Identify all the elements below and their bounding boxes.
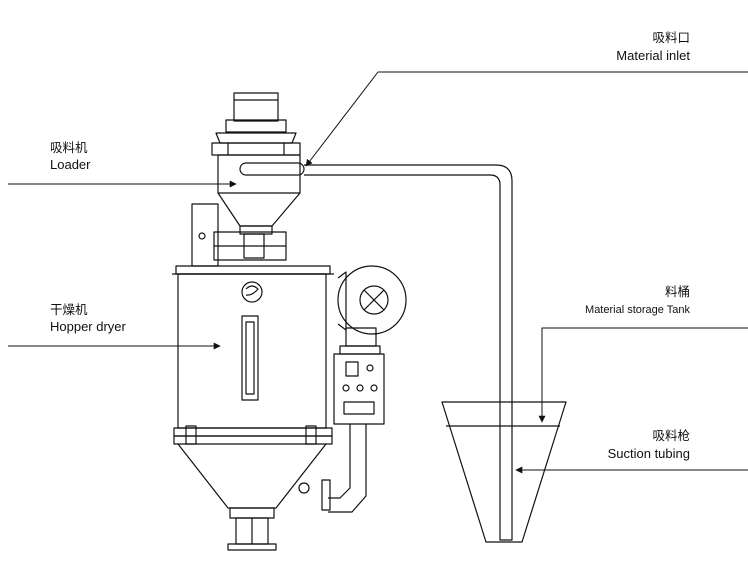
- conveying-pipe: [304, 164, 513, 541]
- suction-tubing-label-en: Suction tubing: [607, 446, 690, 461]
- storage-tank-label-zh: 料桶: [664, 284, 690, 299]
- blower-unit: [337, 265, 407, 355]
- material-inlet-label-zh: 吸料口: [652, 30, 690, 45]
- material-inlet-leader: [305, 71, 748, 167]
- suction-tubing-label-zh: 吸料枪: [652, 428, 690, 443]
- material-inlet-label-en: Material inlet: [616, 48, 690, 63]
- storage-tank: [441, 401, 567, 543]
- dryer-body: [172, 265, 334, 551]
- storage-tank-label-en: Material storage Tank: [585, 304, 690, 316]
- loader-label-en: Loader: [50, 157, 91, 172]
- loader-unit: [211, 92, 305, 235]
- control-box: [321, 353, 385, 513]
- hopper-dryer-label-zh: 干燥机: [50, 302, 88, 317]
- hopper-dryer-label-en: Hopper dryer: [50, 319, 126, 334]
- loader-label-zh: 吸料机: [50, 140, 88, 155]
- bracket-unit: [191, 203, 287, 267]
- storage-tank-leader: [538, 327, 748, 423]
